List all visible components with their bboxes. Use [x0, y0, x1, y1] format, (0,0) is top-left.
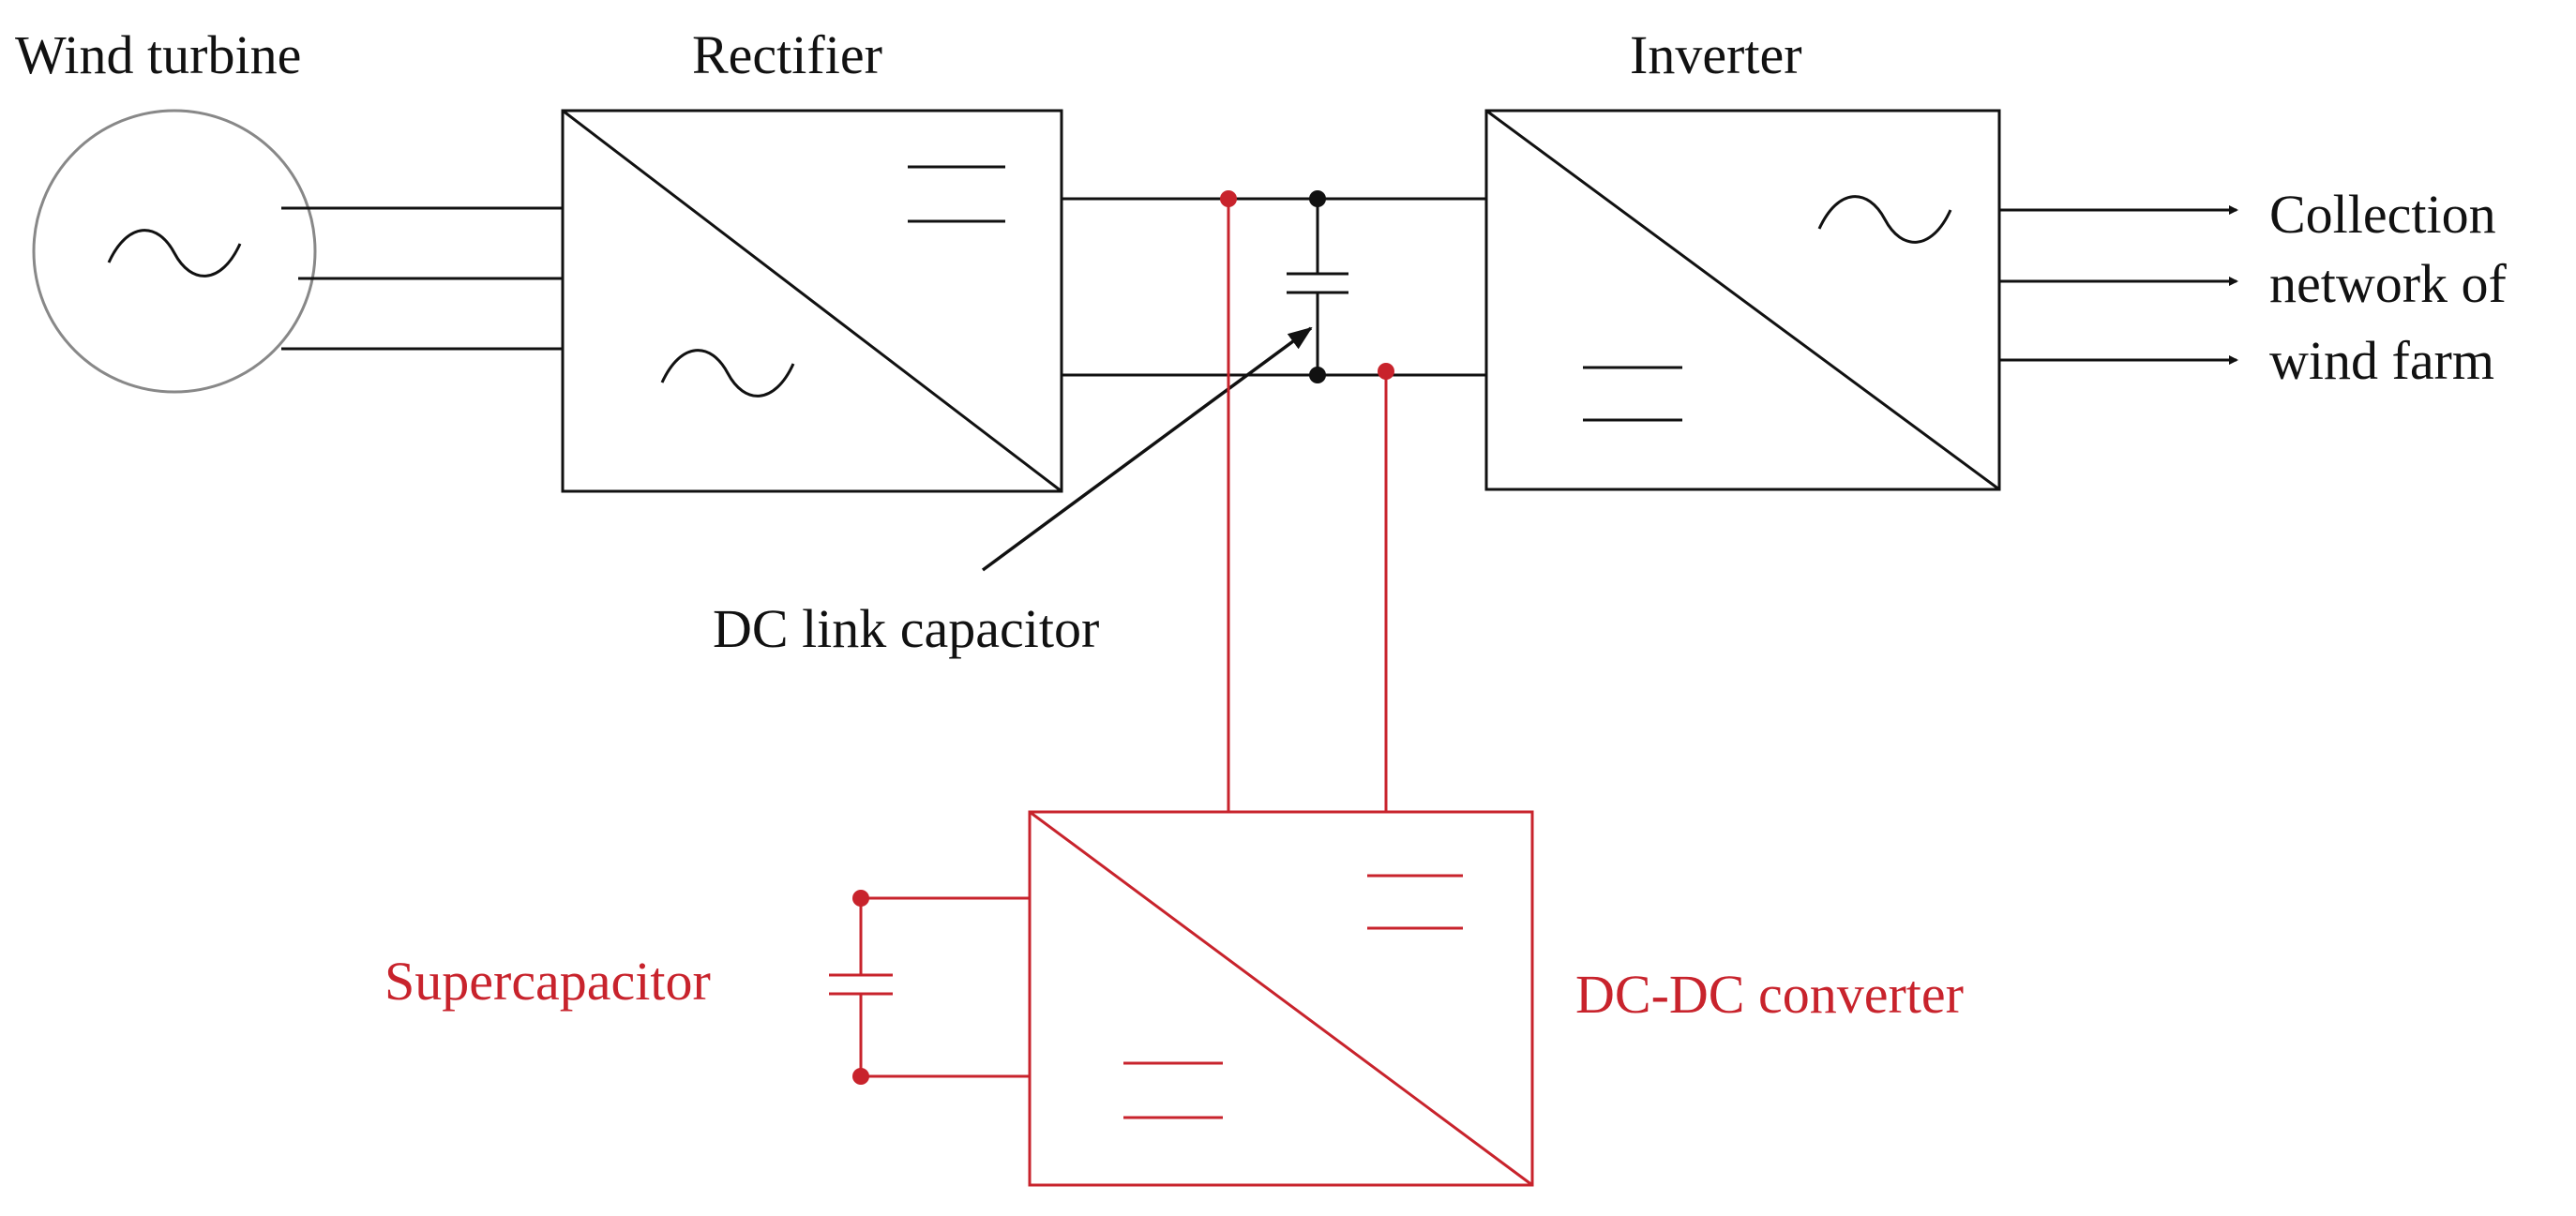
rectifier-block [561, 109, 1063, 493]
supercapacitor [829, 896, 1030, 1078]
output-arrows [1999, 205, 2238, 365]
dc-symbol-icon [1583, 366, 1682, 422]
dc-symbol-icon [1123, 1061, 1223, 1119]
dc-symbol-icon [908, 165, 1005, 223]
dc-dc-converter-block [1028, 810, 1534, 1187]
dc-dc-converter-diagonal [1029, 810, 1533, 1187]
inverter-label: Inverter [1630, 24, 1802, 85]
dc-link-capacitor-label: DC link capacitor [713, 598, 1099, 659]
collection-label-line3: wind farm [2269, 330, 2494, 391]
dc-link-node-top [1309, 190, 1326, 207]
dc-dc-branch-wires [1227, 199, 1388, 812]
generator-circle [32, 109, 317, 394]
dc-link-node-bottom [1309, 367, 1326, 383]
dc-symbol-icon [1367, 874, 1463, 930]
inverter-block [1484, 109, 2001, 491]
collection-label-line1: Collection [2269, 184, 2496, 245]
wind-turbine [32, 109, 317, 394]
inverter-diagonal [1485, 109, 2000, 491]
dc-link-capacitor [1287, 199, 1348, 375]
wind-turbine-label: Wind turbine [15, 24, 301, 85]
branch-node-bottom [1378, 363, 1394, 380]
supercap-node-bottom [852, 1068, 869, 1085]
ac-symbol-icon [660, 349, 795, 398]
rectifier-diagonal [562, 109, 1062, 493]
rectifier-box [561, 109, 1063, 493]
dc-dc-converter-label: DC-DC converter [1575, 964, 1964, 1025]
inverter-box [1484, 109, 2001, 491]
ac-symbol-icon [1817, 195, 1952, 244]
dc-link-capacitor-pointer-arrow [981, 326, 1313, 572]
supercapacitor-label: Supercapacitor [384, 951, 711, 1012]
dc-bus [1062, 197, 1486, 377]
collection-label-line2: network of [2269, 253, 2508, 314]
branch-node-top [1220, 190, 1237, 207]
ac-symbol-icon [107, 229, 242, 278]
rectifier-label: Rectifier [692, 24, 882, 85]
supercap-node-top [852, 890, 869, 907]
ac-lines-turbine-rectifier [281, 206, 563, 351]
dc-dc-converter-box [1028, 810, 1534, 1187]
